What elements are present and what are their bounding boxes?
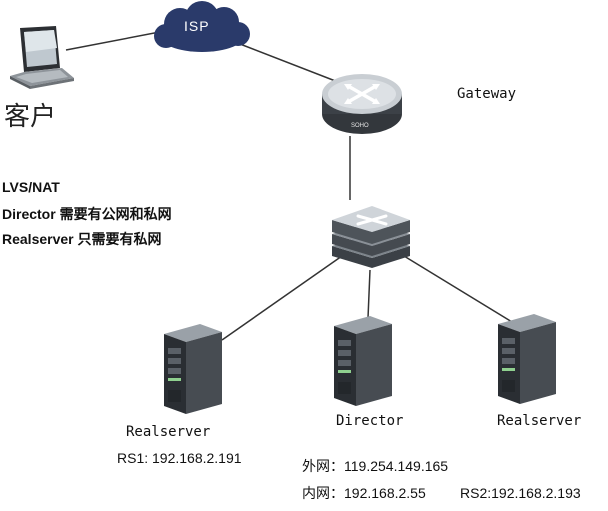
realserver1-ip: RS1: 192.168.2.191 (117, 450, 242, 466)
router-icon (320, 64, 404, 138)
gateway-badge: SOHO (351, 123, 369, 129)
diagram-title: LVS/NAT (2, 179, 60, 195)
realserver2-label: Realserver (497, 413, 582, 429)
link-switch-director (367, 269, 371, 319)
director-note: Director 需要有公网和私网 (2, 206, 172, 222)
server-icon (330, 312, 396, 408)
realserver1-label: Realserver (126, 424, 211, 440)
isp-label: ISP (184, 18, 210, 34)
gateway-label: Gateway (457, 86, 517, 102)
link-switch-realserver2 (403, 255, 513, 323)
realserver-note: Realserver 只需要有私网 (2, 231, 162, 247)
director-private-ip: 内网：192.168.2.55 (302, 485, 426, 501)
realserver2-ip: RS2:192.168.2.193 (460, 485, 581, 501)
director-label: Director (336, 413, 404, 429)
link-isp-gateway (239, 43, 339, 83)
client-label: 客户 (4, 102, 57, 132)
server-icon (160, 320, 226, 416)
link-switch-realserver1 (221, 255, 343, 341)
switch-icon (330, 196, 412, 272)
director-public-ip: 外网：119.254.149.165 (302, 458, 449, 474)
server-icon (494, 310, 560, 406)
laptop-icon (6, 24, 76, 92)
link-client-isp (65, 29, 171, 51)
cloud-icon (150, 0, 254, 58)
